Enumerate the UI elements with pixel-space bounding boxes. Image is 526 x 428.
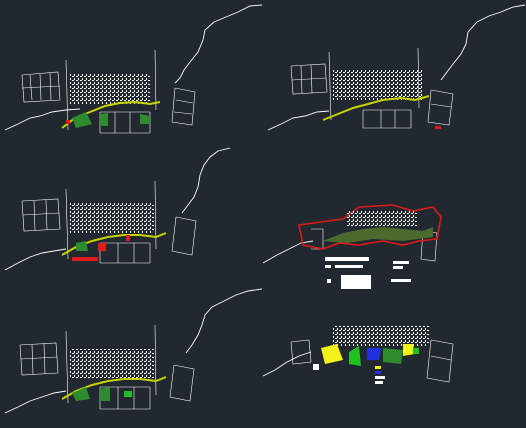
green-zones [72,387,132,401]
river-line [185,288,263,354]
dense-building-fabric [333,326,429,346]
legend-block [325,257,411,289]
site-plan-sheet-6[interactable] [262,290,526,428]
corridor-path [322,95,441,129]
dense-building-fabric [70,203,154,233]
site-plan-sheet-2[interactable] [263,0,526,145]
dense-building-fabric [70,74,150,104]
site-plan-sheet-3[interactable] [0,145,263,285]
project-boundary [298,204,442,250]
green-zones [66,112,150,128]
dense-building-fabric [70,349,154,379]
dense-building-fabric [333,70,423,100]
river-line [174,4,263,84]
site-plan-sheet-4[interactable] [262,145,526,290]
road-network [4,180,197,271]
site-plan-sheet-5[interactable] [0,285,263,428]
river-line [181,147,231,214]
legend-block [375,366,385,384]
road-network [4,49,196,134]
landuse-zones [313,344,419,370]
road-network [4,324,195,414]
corridor-path [61,376,167,400]
site-plan-sheet-1[interactable] [0,0,263,145]
road-network [262,339,454,383]
red-plots [72,235,130,261]
river-line [440,4,526,81]
